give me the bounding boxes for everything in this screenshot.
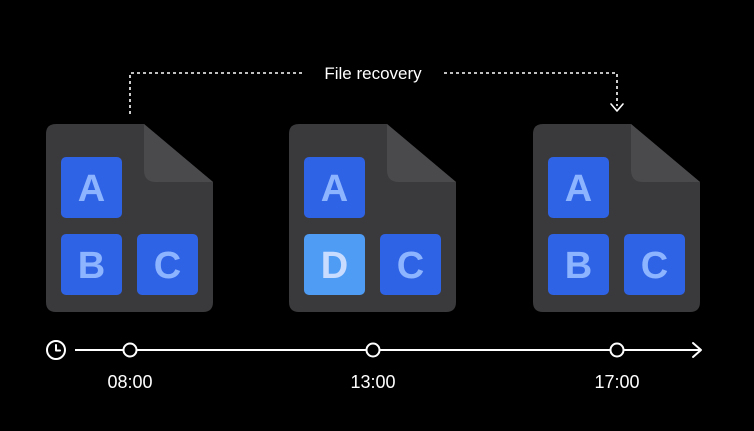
timeline-marker-1300 — [365, 342, 381, 358]
tile-b: B — [548, 234, 609, 295]
svg-text:A: A — [78, 168, 105, 210]
svg-text:B: B — [565, 245, 592, 287]
tile-c: C — [137, 234, 198, 295]
tile-d-changed: D — [304, 234, 365, 295]
document-fold — [631, 124, 700, 182]
tile-a: A — [548, 157, 609, 218]
tile-a: A — [61, 157, 122, 218]
recovery-connector-right — [444, 72, 618, 106]
file-snapshot-1700: A B C — [533, 124, 700, 312]
tile-c: C — [624, 234, 685, 295]
recovery-arrowhead-icon — [610, 103, 624, 112]
file-snapshot-1300: A D C — [289, 124, 456, 312]
recovery-connector: File recovery — [129, 64, 624, 114]
recovery-connector-left — [129, 72, 304, 114]
svg-text:C: C — [641, 245, 668, 287]
svg-text:C: C — [154, 245, 181, 287]
time-label-1300: 13:00 — [350, 372, 395, 392]
file-snapshot-0800: A B C — [46, 124, 213, 312]
time-label-1700: 17:00 — [594, 372, 639, 392]
svg-text:C: C — [397, 245, 424, 287]
tile-b: B — [61, 234, 122, 295]
svg-text:A: A — [321, 168, 348, 210]
timeline-marker-0800 — [122, 342, 138, 358]
svg-text:B: B — [78, 245, 105, 287]
svg-text:A: A — [565, 168, 592, 210]
document-fold — [144, 124, 213, 182]
timeline-marker-1700 — [609, 342, 625, 358]
timeline: 08:00 13:00 17:00 — [46, 340, 702, 392]
tile-a: A — [304, 157, 365, 218]
arrow-right-icon — [692, 342, 702, 358]
time-label-0800: 08:00 — [107, 372, 152, 392]
tile-c: C — [380, 234, 441, 295]
recovery-label: File recovery — [324, 64, 422, 83]
document-fold — [387, 124, 456, 182]
svg-text:D: D — [321, 245, 348, 287]
clock-icon — [46, 340, 66, 360]
